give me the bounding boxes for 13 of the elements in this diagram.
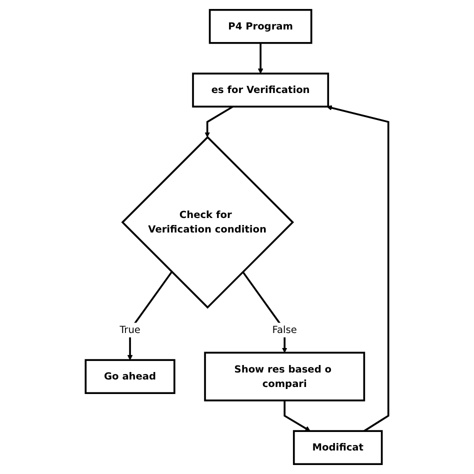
arrow	[258, 42, 264, 74]
arrow	[127, 271, 173, 360]
node-box: es for Verification	[192, 72, 330, 108]
edge-label: False	[272, 324, 297, 336]
edge-label: True	[120, 324, 140, 336]
node-box: Modificat	[292, 430, 383, 466]
node-box: P4 Program	[208, 8, 312, 44]
node-box: Show res based o compari	[204, 352, 366, 402]
arrow	[284, 400, 310, 432]
arrow	[204, 106, 234, 138]
arrow	[326, 105, 390, 432]
node-diamond: Check for Verification condition	[121, 136, 294, 309]
node-box: Go ahead	[84, 359, 176, 394]
